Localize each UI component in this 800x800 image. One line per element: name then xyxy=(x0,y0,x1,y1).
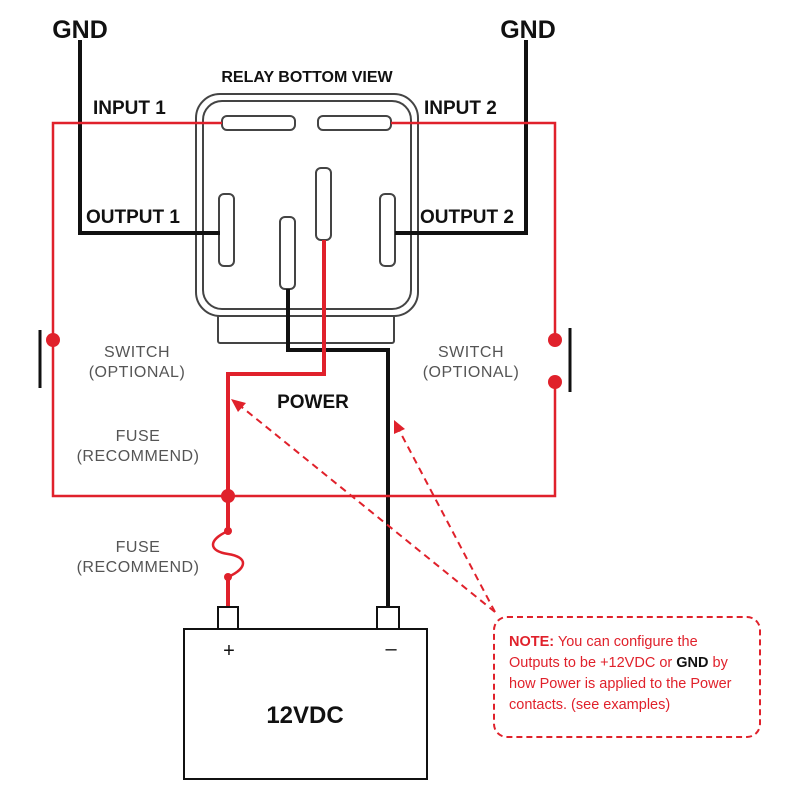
input2-label: INPUT 2 xyxy=(424,98,497,119)
battery-body xyxy=(183,628,428,780)
relay-pin-output2 xyxy=(379,193,396,267)
relay-pin-power-black xyxy=(279,216,296,290)
relay-pin-output1 xyxy=(218,193,235,267)
note-text-2: by how Power is applied to the Power con… xyxy=(509,655,732,713)
arrowhead-negative xyxy=(394,420,405,434)
battery-terminal-positive xyxy=(217,606,239,630)
wire-power-negative xyxy=(286,289,390,607)
fuse-lower-label: FUSE xyxy=(116,539,161,556)
battery-label: 12VDC xyxy=(266,702,343,729)
wire-input1 xyxy=(51,121,222,340)
note-box: NOTE: You can configure the Outputs to b… xyxy=(493,616,761,738)
fuse-upper-label: FUSE xyxy=(116,428,161,445)
battery-minus-sign: – xyxy=(385,638,397,660)
output1-label: OUTPUT 1 xyxy=(86,207,180,228)
gnd-right-label: GND xyxy=(500,16,556,44)
switch-left-label: SWITCH xyxy=(104,344,170,361)
switch-left xyxy=(38,330,60,388)
fuse-upper-sublabel: (RECOMMEND) xyxy=(77,448,200,465)
battery-terminal-negative xyxy=(376,606,400,630)
wire-gnd-output1 xyxy=(78,40,220,235)
wire-power-positive xyxy=(226,240,326,530)
arrowhead-positive xyxy=(231,399,246,412)
switch-left-sublabel: (OPTIONAL) xyxy=(89,364,186,381)
relay-body xyxy=(195,93,419,344)
relay-pin-input1 xyxy=(221,115,296,131)
junction-dot xyxy=(221,489,235,503)
relay-outer-housing xyxy=(195,93,419,317)
arrow-to-power-positive xyxy=(237,403,496,613)
fuse-symbol xyxy=(211,527,245,581)
power-label: POWER xyxy=(277,392,349,413)
arrow-to-power-negative xyxy=(397,427,496,613)
switch-right-sublabel: (OPTIONAL) xyxy=(423,364,520,381)
output2-label: OUTPUT 2 xyxy=(420,207,514,228)
note-text-1: You can configure the Outputs to be +12V… xyxy=(509,634,698,671)
switch-right xyxy=(548,328,572,392)
red-power-wire xyxy=(226,240,326,607)
relay-inner-housing xyxy=(202,100,412,310)
fuse-lower-sublabel: (RECOMMEND) xyxy=(77,559,200,576)
relay-pin-power-red xyxy=(315,167,332,241)
wire-gnd-output2 xyxy=(395,40,528,235)
gnd-left-label: GND xyxy=(52,16,108,44)
battery xyxy=(183,606,428,780)
note-gnd: GND xyxy=(676,655,709,671)
relay-title: RELAY BOTTOM VIEW xyxy=(221,69,393,86)
red-input-wires xyxy=(51,121,557,498)
wire-input1-lower xyxy=(51,340,557,498)
note-arrows xyxy=(237,403,496,613)
battery-plus-sign: + xyxy=(223,640,235,662)
relay-pin-input2 xyxy=(317,115,392,131)
input1-label: INPUT 1 xyxy=(93,98,166,119)
black-wires xyxy=(78,40,528,607)
wire-input2 xyxy=(391,121,557,340)
note-prefix: NOTE: xyxy=(509,634,555,650)
switch-right-label: SWITCH xyxy=(438,344,504,361)
